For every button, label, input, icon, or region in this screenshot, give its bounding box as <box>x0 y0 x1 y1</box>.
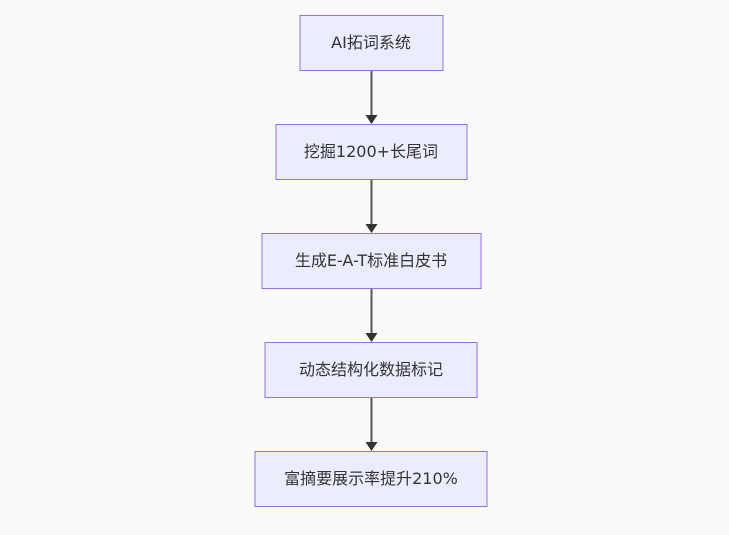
edge-arrow-3 <box>365 398 377 451</box>
edge-line <box>370 398 372 443</box>
flow-node-label: 富摘要展示率提升210% <box>284 469 458 489</box>
flow-node-n4: 动态结构化数据标记 <box>264 342 478 398</box>
flowchart: AI拓词系统 挖掘1200+长尾词 生成E-A-T标准白皮书 动态结构化数据标记… <box>254 15 488 507</box>
edge-arrow-0 <box>365 71 377 124</box>
flow-node-n1: AI拓词系统 <box>299 15 443 71</box>
flow-node-label: 挖掘1200+长尾词 <box>303 142 439 162</box>
edge-arrow-1 <box>365 180 377 233</box>
edge-line <box>370 289 372 334</box>
edge-line <box>370 71 372 116</box>
flow-node-label: 动态结构化数据标记 <box>298 360 443 380</box>
flow-node-n2: 挖掘1200+长尾词 <box>275 124 467 180</box>
edge-arrow-2 <box>365 289 377 342</box>
flow-node-n3: 生成E-A-T标准白皮书 <box>261 233 481 289</box>
flow-node-label: AI拓词系统 <box>331 33 411 53</box>
edge-line <box>370 180 372 225</box>
arrowhead-icon <box>365 442 377 451</box>
arrowhead-icon <box>365 115 377 124</box>
flow-node-label: 生成E-A-T标准白皮书 <box>294 251 448 271</box>
flow-node-n5: 富摘要展示率提升210% <box>254 451 488 507</box>
arrowhead-icon <box>365 333 377 342</box>
arrowhead-icon <box>365 224 377 233</box>
